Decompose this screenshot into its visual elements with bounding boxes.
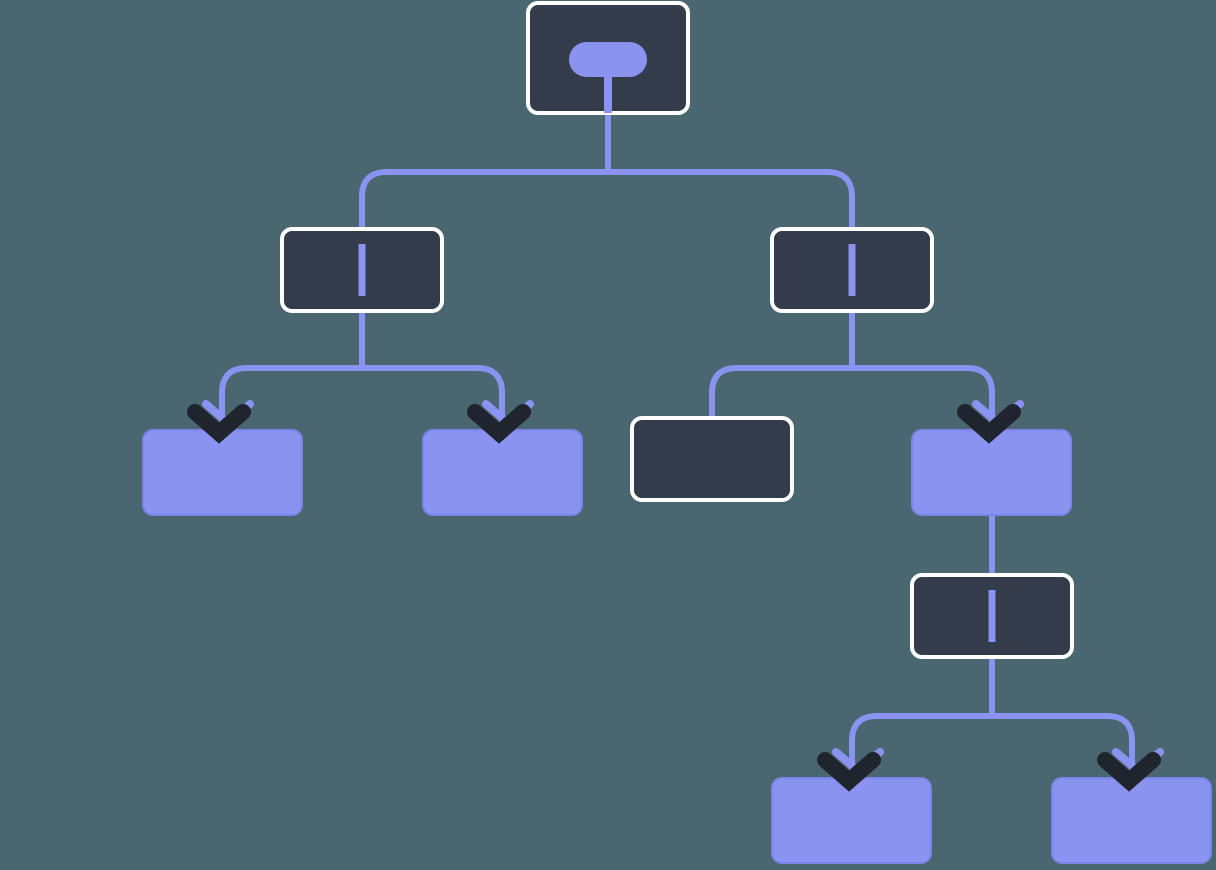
- arrowhead-marker: [1097, 748, 1164, 792]
- edge-left-branch-to-leaf-a: [219, 311, 365, 432]
- edges-layer: [219, 42, 1135, 780]
- arrowhead-chevron-front: [1097, 752, 1161, 792]
- right-branch-node[interactable]: [770, 227, 934, 313]
- node-body[interactable]: [771, 777, 932, 864]
- node-pill-badge: [569, 42, 647, 77]
- dark-leaf-node-right[interactable]: [630, 416, 794, 502]
- node-inner-connector-line: [358, 244, 366, 296]
- leaf-node-left-a[interactable]: [142, 429, 303, 516]
- edge-root-to-left-branch: [359, 169, 608, 311]
- nodes-layer: [142, 1, 1212, 864]
- edge-sub-branch-to-leaf-bottom-a: [849, 657, 995, 780]
- node-pill-stem: [604, 73, 612, 113]
- leaf-node-left-b[interactable]: [422, 429, 583, 516]
- arrowheads-layer: [187, 400, 1164, 792]
- node-inner-connector-line: [848, 244, 856, 296]
- branch-node-right-b[interactable]: [911, 429, 1072, 516]
- leaf-node-bottom-b[interactable]: [1051, 777, 1212, 864]
- node-body[interactable]: [911, 429, 1072, 516]
- node-body[interactable]: [142, 429, 303, 516]
- edge-right-branch-to-dark-leaf: [709, 311, 855, 418]
- node-body[interactable]: [630, 416, 794, 502]
- node-body[interactable]: [1051, 777, 1212, 864]
- edge-root-to-right-branch: [608, 169, 855, 311]
- arrowhead-chevron-front: [467, 404, 531, 444]
- edge-right-branch-to-branch-b: [852, 365, 995, 432]
- arrowhead-marker: [467, 400, 534, 444]
- edge-sub-branch-to-leaf-bottom-b: [992, 713, 1135, 780]
- root-node[interactable]: [526, 1, 690, 115]
- arrowhead-marker: [817, 748, 884, 792]
- arrowhead-marker: [957, 400, 1024, 444]
- arrowhead-chevron-front: [817, 752, 881, 792]
- sub-branch-node[interactable]: [910, 573, 1074, 659]
- node-inner-connector-line: [988, 590, 996, 642]
- leaf-node-bottom-a[interactable]: [771, 777, 932, 864]
- edge-left-branch-to-leaf-b: [362, 365, 505, 432]
- left-branch-node[interactable]: [280, 227, 444, 313]
- arrowhead-chevron-front: [957, 404, 1021, 444]
- node-body[interactable]: [422, 429, 583, 516]
- arrowhead-marker: [187, 400, 254, 444]
- arrowhead-chevron-front: [187, 404, 251, 444]
